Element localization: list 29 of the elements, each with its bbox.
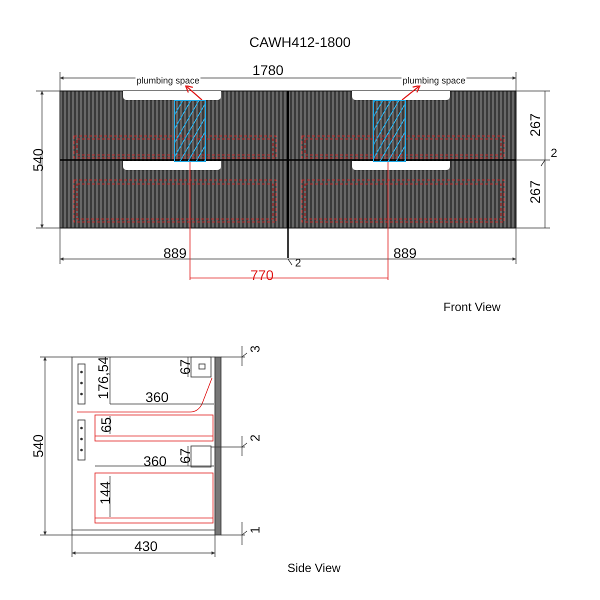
dimension-value: 67 (178, 359, 192, 375)
leader-arrow (184, 84, 202, 100)
dimension-value: 144 (98, 481, 112, 505)
dimension-value: 176,54 (96, 356, 110, 400)
dimension-value: 65 (99, 417, 113, 433)
callout-text: plumbing space (135, 76, 201, 86)
dimension-value: 267 (528, 180, 542, 204)
dimension-value: 3 (248, 345, 262, 353)
leader-arrow (402, 84, 421, 100)
dimension-value: 67 (178, 448, 192, 464)
dimension-value: 1 (248, 526, 262, 534)
dimension-value: 2 (294, 258, 302, 270)
hatched-area (373, 100, 406, 162)
drawing-title: CAWH412-1800 (249, 35, 351, 49)
callout-text: plumbing space (401, 76, 467, 86)
dimension-value: 889 (393, 246, 417, 260)
dimension-value: 430 (134, 539, 158, 553)
hatched-area (174, 100, 206, 162)
dimension-value: 1780 (252, 63, 284, 77)
dimension-value: 267 (528, 113, 542, 137)
view-caption: Front View (443, 301, 501, 313)
view-caption: Side View (287, 562, 341, 574)
dimension-value: 2 (248, 434, 262, 442)
dimension-value: 360 (143, 454, 167, 468)
dimension-value: 540 (31, 148, 45, 172)
dimension-value: 540 (31, 434, 45, 458)
dimension-value: 2 (550, 147, 558, 159)
dimension-value: 889 (163, 246, 187, 260)
dimension-value: 360 (145, 390, 169, 404)
